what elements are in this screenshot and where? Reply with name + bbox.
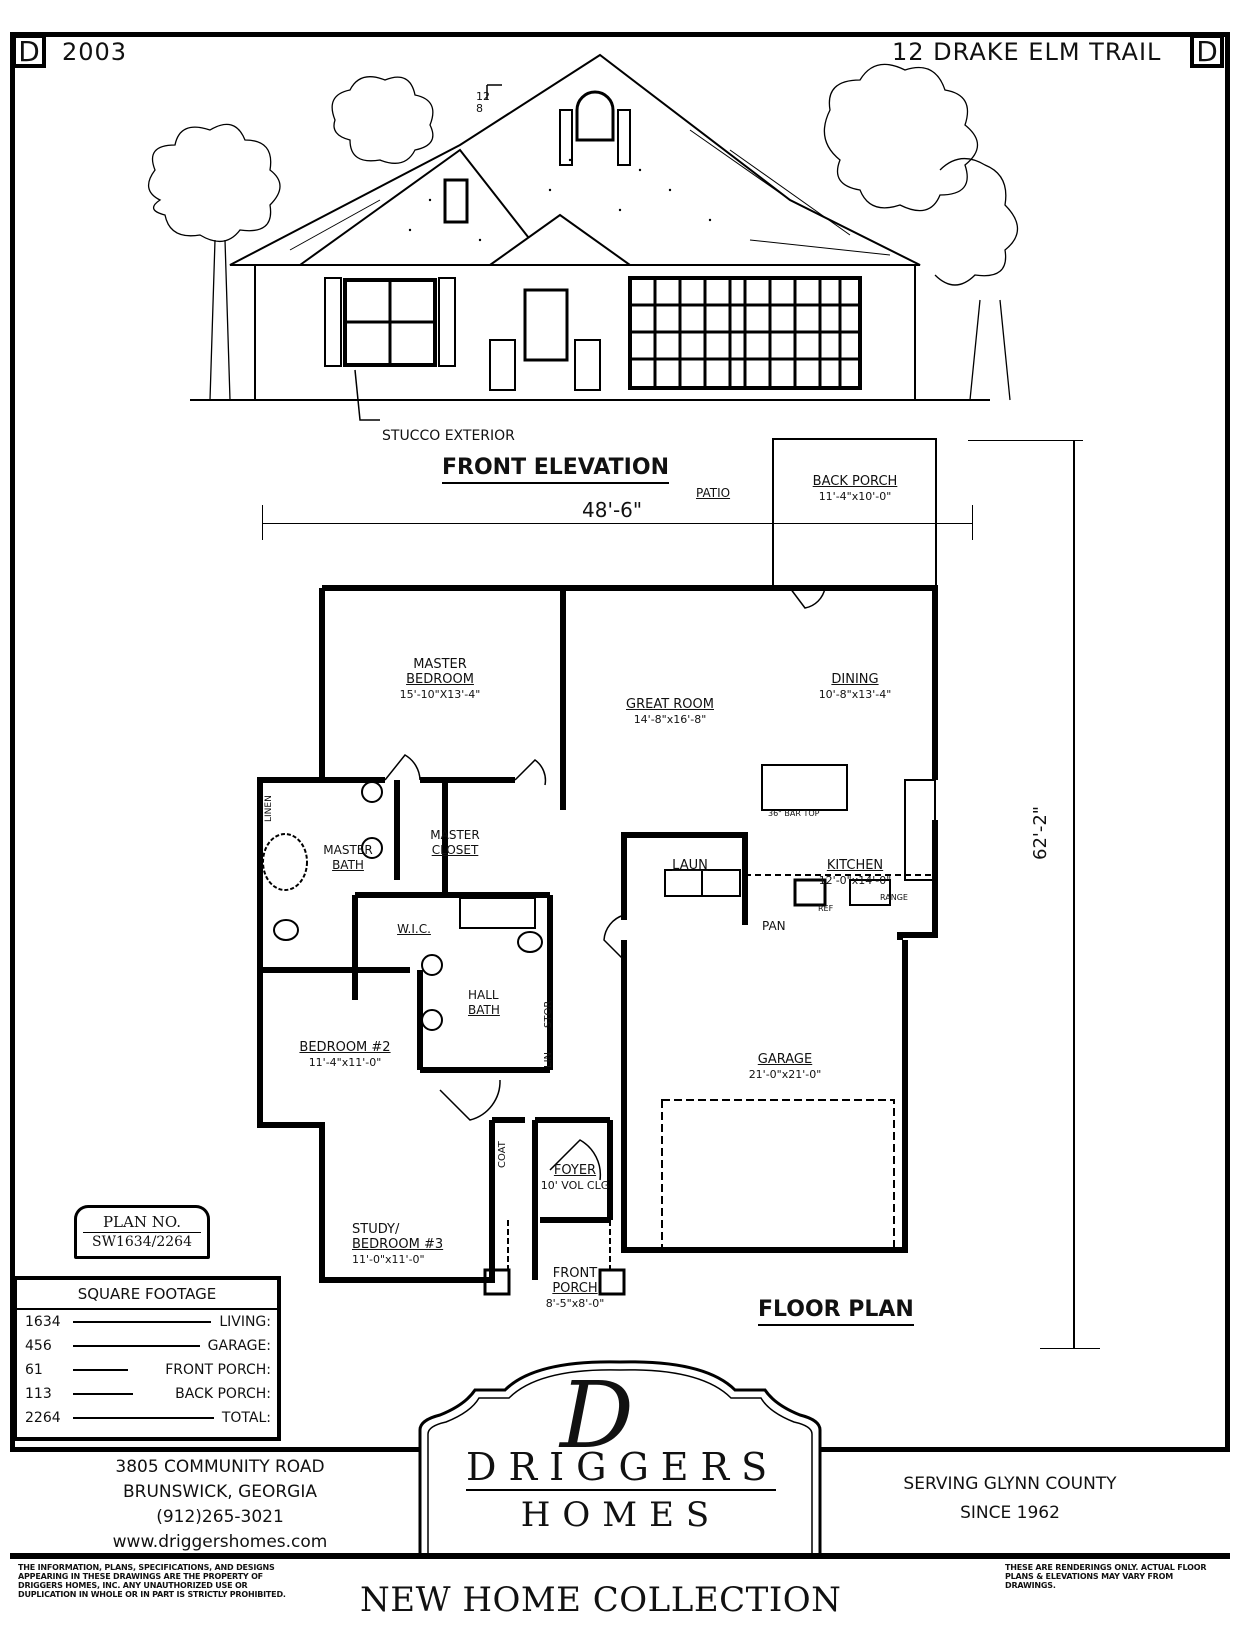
- width-dim-tick-right: [972, 505, 973, 540]
- room-kitchen: KITCHEN 12'-0"x14'-0": [818, 858, 892, 887]
- floor-plan-drawing: [257, 585, 938, 1296]
- logo-plaque-outline: [418, 1360, 822, 1555]
- room-bedroom-2: BEDROOM #2 11'-4"x11'-0": [299, 1040, 391, 1069]
- logo-sub: HOMES: [520, 1495, 722, 1535]
- frame-bottom-right: [822, 1447, 1230, 1452]
- frame-bottom-left: [10, 1447, 420, 1452]
- floor-plan-title: FLOOR PLAN: [758, 1297, 914, 1326]
- room-back-porch: BACK PORCH 11'-4"x10'-0": [812, 474, 898, 503]
- depth-dim-tick-top: [968, 440, 1083, 441]
- footer-rule: [10, 1553, 1230, 1559]
- room-master-bedroom: MASTER BEDROOM 15'-10"X13'-4": [399, 657, 481, 701]
- patio-label: PATIO: [696, 486, 731, 500]
- front-elevation-drawing: [148, 53, 1019, 421]
- roof-pitch-run: 12: [476, 90, 490, 103]
- left-d-badge: D: [12, 34, 46, 68]
- room-front-porch: FRONT PORCH 8'-5"x8'-0": [545, 1266, 605, 1310]
- year-label: 2003: [62, 38, 128, 66]
- logo-name: DRIGGERS: [466, 1445, 780, 1491]
- plan-number-plaque: PLAN NO. SW1634/2264: [74, 1205, 210, 1259]
- range-label: RANGE: [880, 893, 908, 902]
- refrigerator-label: REF: [818, 904, 834, 913]
- coat-closet-label: COAT: [497, 1141, 508, 1168]
- depth-dimension-line: [1073, 440, 1075, 1348]
- logo-initial: D: [560, 1362, 634, 1469]
- room-foyer: FOYER 10' VOL CLG: [540, 1163, 610, 1192]
- room-master-bath: MASTER BATH: [323, 843, 373, 872]
- company-service-info: SERVING GLYNN COUNTY SINCE 1962: [870, 1470, 1150, 1528]
- address-line-1: 3805 COMMUNITY ROAD: [115, 1457, 325, 1477]
- linen-closet-label: LINEN: [264, 795, 274, 822]
- back-porch-outline: [772, 438, 937, 586]
- depth-dim-tick-bottom: [1040, 1348, 1100, 1349]
- room-hall-bath: HALL BATH: [468, 988, 500, 1017]
- overall-depth-label: 62'-2": [1030, 805, 1051, 860]
- lin-closet-label: LIN: [543, 1051, 554, 1068]
- address-line-2: BRUNSWICK, GEORGIA: [123, 1482, 317, 1502]
- right-d-badge: D: [1190, 34, 1224, 68]
- address-label: 12 DRAKE ELM TRAIL: [892, 38, 1162, 66]
- stucco-exterior-note: STUCCO EXTERIOR: [382, 428, 515, 444]
- width-dimension-line: [262, 523, 972, 524]
- bar-top-label: 36" BAR TOP: [768, 809, 820, 818]
- company-contact: 3805 COMMUNITY ROAD BRUNSWICK, GEORGIA (…: [100, 1455, 340, 1555]
- room-walk-in-closet: W.I.C.: [397, 922, 431, 936]
- front-elevation-title: FRONT ELEVATION: [442, 455, 669, 484]
- room-master-closet: MASTER CLOSET: [430, 828, 480, 857]
- disclaimer-left: THE INFORMATION, PLANS, SPECIFICATIONS, …: [18, 1563, 286, 1599]
- pantry-label: PAN: [762, 919, 786, 933]
- room-great-room: GREAT ROOM 14'-8"x16'-8": [626, 697, 714, 726]
- website-link[interactable]: www.driggershomes.com: [112, 1532, 328, 1552]
- plan-number-value: SW1634/2264: [83, 1232, 201, 1251]
- room-study-bedroom-3: STUDY/ BEDROOM #3 11'-0"x11'-0": [352, 1222, 444, 1266]
- width-dim-tick-left: [262, 505, 263, 540]
- phone-number: (912)265-3021: [156, 1507, 284, 1527]
- roof-pitch-rise: 8: [476, 102, 483, 115]
- since-year: SINCE 1962: [960, 1503, 1060, 1523]
- collection-title: NEW HOME COLLECTION: [360, 1580, 842, 1620]
- plan-number-label: PLAN NO.: [102, 1213, 182, 1231]
- storage-label: STOR: [543, 1000, 554, 1028]
- serving-area: SERVING GLYNN COUNTY: [903, 1474, 1117, 1494]
- disclaimer-right: THESE ARE RENDERINGS ONLY. ACTUAL FLOOR …: [1005, 1563, 1207, 1590]
- overall-width-label: 48'-6": [582, 498, 643, 522]
- square-footage-title: SQUARE FOOTAGE: [17, 1280, 277, 1310]
- room-laundry: LAUN: [672, 858, 708, 873]
- room-garage: GARAGE 21'-0"x21'-0": [748, 1052, 822, 1081]
- room-dining: DINING 10'-8"x13'-4": [818, 672, 892, 701]
